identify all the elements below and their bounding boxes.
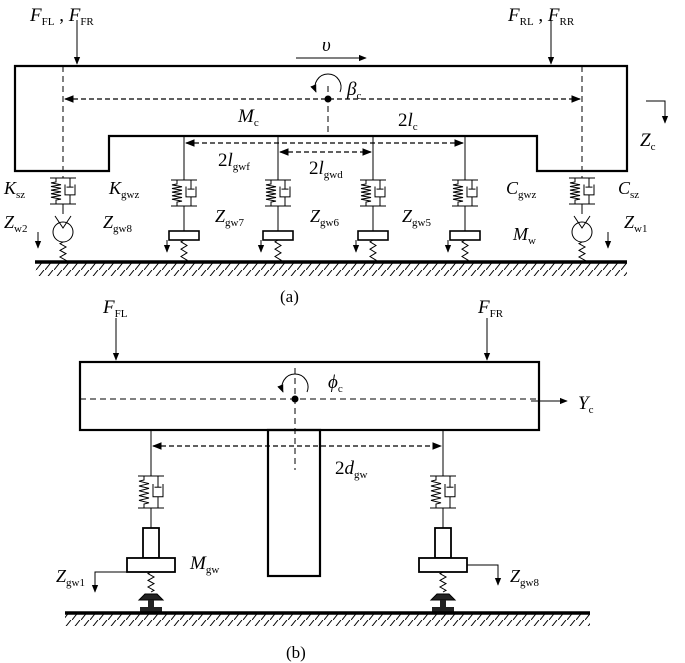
ground-hatch-a — [35, 262, 627, 276]
left-rail-web — [148, 600, 154, 607]
z-gw8-b-arrow — [467, 564, 502, 586]
m-w-label: Mw — [512, 224, 536, 247]
rear-wheel — [571, 221, 593, 243]
car-center-point — [324, 95, 332, 103]
z-gw5-label: Zgw5 — [402, 206, 431, 229]
panel-b: ϕc FFL FFR Yc 2dgw Mgw Zgw1 Zgw8 (b) — [56, 297, 594, 662]
left-axle-column — [142, 527, 160, 559]
z-w1-label: Zw1 — [624, 212, 647, 235]
right-contact-spring — [438, 571, 448, 593]
left-contact-spring — [146, 571, 156, 593]
roll-rotation-arrow — [277, 373, 309, 393]
front-wheel-mark — [54, 215, 72, 229]
gw8-suspension-spring — [171, 180, 183, 206]
car-vertical-label: Zc — [640, 130, 656, 153]
z-gw6-label: Zgw6 — [310, 206, 339, 229]
right-rail-web — [440, 600, 446, 607]
track-label: 2dgw — [335, 458, 368, 481]
car-vertical-arrow — [646, 100, 669, 124]
wheel-base-d-label: 2lgwd — [309, 158, 343, 181]
left-force-label: FFL — [102, 297, 128, 320]
caption-a: (a) — [280, 287, 299, 306]
z-gw1-label: Zgw1 — [56, 566, 85, 589]
m-gw-label: Mgw — [189, 553, 219, 576]
front-wheel — [52, 221, 74, 243]
z-gw1-arrow — [91, 571, 127, 593]
left-suspension-spring — [138, 476, 150, 508]
gw5-suspension-spring — [452, 180, 464, 206]
roll-label: ϕc — [328, 372, 343, 395]
left-rail-foot — [140, 607, 162, 612]
car-body-side-view — [13, 64, 629, 173]
pitch-rotation-arrow — [310, 73, 342, 93]
k-gwz-label: Kgwz — [108, 178, 139, 201]
right-suspension-spring — [430, 476, 442, 508]
left-rail-head — [137, 593, 165, 601]
wheel-base-f-label: 2lgwf — [218, 150, 250, 173]
lateral-label: Yc — [578, 393, 594, 416]
z-w2-label: Zw2 — [4, 212, 27, 235]
car-body-end-view — [78, 360, 541, 432]
c-sz-label: Csz — [618, 178, 639, 201]
caption-b: (b) — [286, 643, 306, 662]
gw5-contact-spring — [461, 239, 469, 263]
panel-a: υ FFL , FFR FRL , FRR Mc βc 2lc Zc 2lgwf… — [3, 5, 669, 306]
right-wheel-mass — [418, 557, 468, 573]
z-gw7-label: Zgw7 — [215, 206, 244, 229]
gw5-wheel-mass — [449, 230, 481, 241]
right-force-label: FFR — [477, 297, 504, 320]
gw6-suspension-spring — [360, 180, 372, 206]
z-gw8-b-label: Zgw8 — [510, 566, 539, 589]
suspension-units-b — [91, 475, 502, 612]
gw8-wheel-mass — [168, 230, 200, 241]
pitch-label: βc — [346, 79, 361, 102]
gw7-wheel-mass — [262, 230, 294, 241]
front-suspension-spring — [50, 178, 62, 204]
rear-wheel-mark — [573, 215, 591, 229]
gw7-suspension-spring — [265, 180, 277, 206]
right-rail-foot — [432, 607, 454, 612]
z-gw8-label: Zgw8 — [103, 212, 132, 235]
gw6-wheel-mass — [357, 230, 389, 241]
c-gwz-label: Cgwz — [506, 178, 536, 201]
left-wheel-mass — [126, 557, 176, 573]
rear-contact-spring — [577, 241, 587, 263]
front-contact-spring — [58, 241, 68, 263]
right-axle-column — [434, 527, 452, 559]
right-rail-head — [429, 593, 457, 601]
car-mass-label: Mc — [237, 106, 259, 129]
k-sz-label: Ksz — [3, 178, 25, 201]
half-length-label: 2lc — [398, 110, 418, 133]
rear-force-label: FRL , FRR — [507, 5, 575, 28]
velocity-label: υ — [322, 35, 331, 56]
rear-suspension-spring — [569, 178, 581, 204]
gw6-contact-spring — [369, 239, 377, 263]
gw8-contact-spring — [180, 239, 188, 263]
front-force-label: FFL , FFR — [29, 5, 94, 28]
suspension-units-a — [34, 177, 612, 263]
end-center-point — [291, 395, 299, 403]
ground-hatch-b — [65, 613, 590, 626]
gw7-contact-spring — [274, 239, 282, 263]
bogie-center-post — [266, 428, 322, 578]
